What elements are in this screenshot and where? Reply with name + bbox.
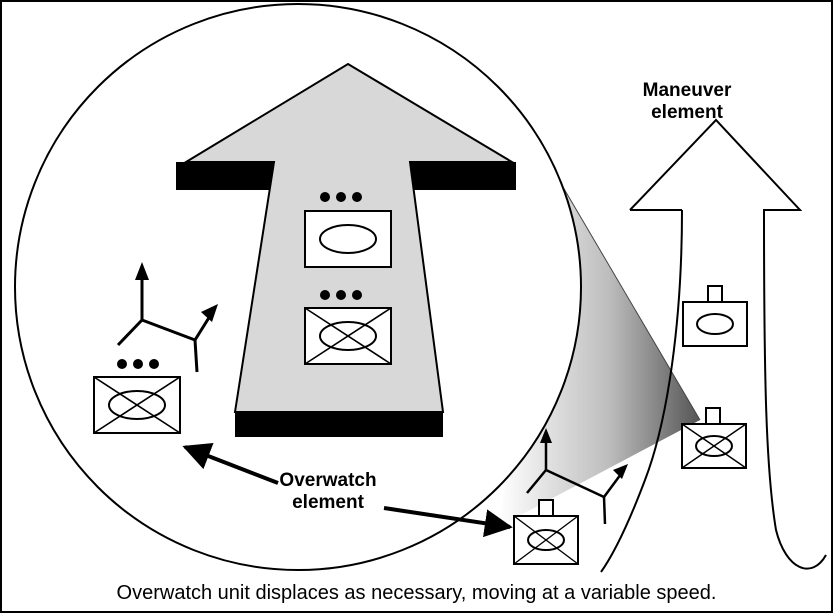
overwatch-pointer-arrow-right [383,506,513,538]
team-unit-armor-right [681,407,747,469]
team-unit-recon [682,285,748,347]
overwatch-element-label: Overwatch element [268,470,388,514]
maneuver-element-arrow [600,118,827,573]
overwatch-pointer-arrow-left [182,443,279,485]
overwatch-unit-detail [93,359,181,434]
maneuver-element-label: Maneuver element [612,80,762,124]
maneuver-label-line2: element [651,102,723,123]
figure-caption: Overwatch unit displaces as necessary, m… [116,582,717,604]
sector-of-fire-icon-detail [116,262,218,373]
overwatch-unit-small [513,499,579,565]
maneuver-label-line1: Maneuver [642,80,732,101]
platoon-unit-armor-detail [304,290,392,365]
platoon-unit-recon-detail [304,192,392,268]
sector-of-fire-icon-small [526,428,628,525]
overwatch-label-line2: element [292,492,364,513]
overwatch-label-line1: Overwatch [279,470,377,491]
